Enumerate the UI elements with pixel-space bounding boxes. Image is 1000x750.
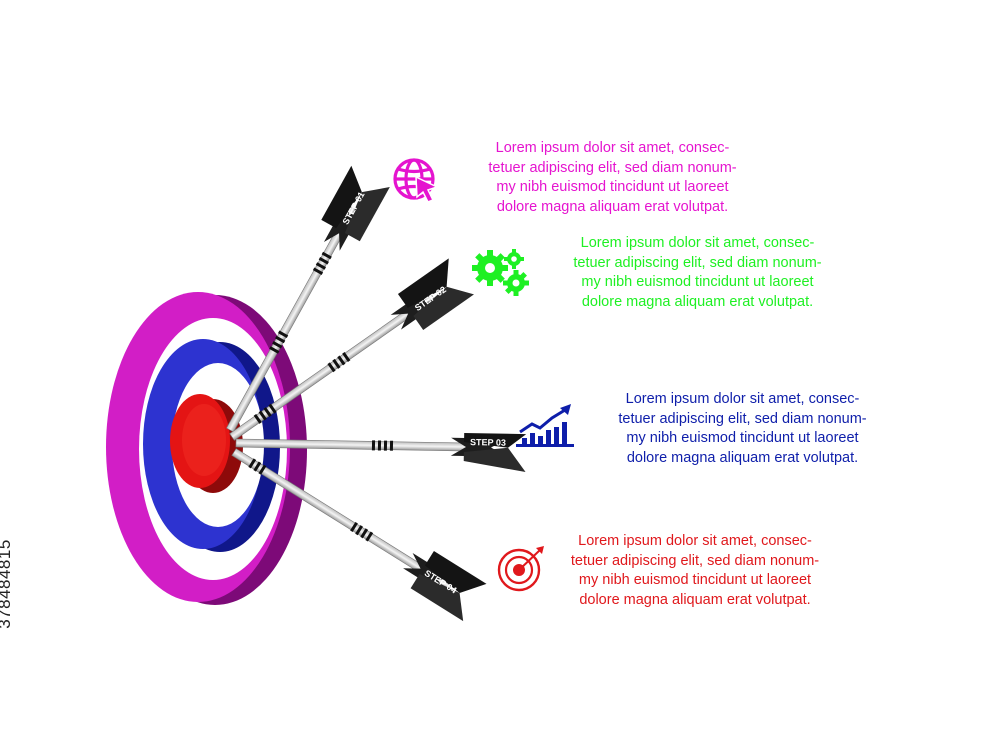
arrow-step-01: STEP 01 (226, 165, 390, 433)
text-line: Lorem ipsum dolor sit amet, consec- (580, 235, 815, 251)
target-board (106, 292, 307, 605)
text-line: dolore magna aliquam erat volutpat. (581, 293, 814, 310)
step-tag: STEP 03 (470, 437, 506, 448)
text-line: Lorem ipsum dolor sit amet, consec- (495, 140, 730, 156)
text-line: dolore magna aliquam erat volutpat. (496, 198, 729, 215)
text-line: my nibh euismod tincidunt ut laoreet (581, 274, 814, 290)
text-line: my nibh euismod tincidunt ut laoreet (626, 430, 859, 446)
text-line: my nibh euismod tincidunt ut laoreet (496, 179, 729, 195)
step-01-description: Lorem ipsum dolor sit amet, consec- tetu… (440, 139, 785, 217)
text-line: dolore magna aliquam erat volutpat. (579, 591, 811, 608)
step-03-description: Lorem ipsum dolor sit amet, consec- tetu… (575, 390, 910, 468)
step-02-description: Lorem ipsum dolor sit amet, consec- tetu… (530, 234, 865, 312)
growth-chart-icon (516, 404, 574, 447)
text-line: dolore magna aliquam erat volutpat. (626, 449, 859, 466)
stock-id-label: 378484815 (0, 539, 14, 629)
text-line: tetuer adipiscing elit, sed diam nonum- (573, 254, 822, 271)
text-line: my nibh euismod tincidunt ut laoreet (578, 572, 812, 588)
text-line: Lorem ipsum dolor sit amet, consec- (578, 533, 812, 549)
gears-icon (472, 249, 529, 296)
step-04-description: Lorem ipsum dolor sit amet, consec- tetu… (515, 532, 875, 610)
target-icon (497, 546, 544, 592)
arrow-step-03: STEP 03 (235, 432, 527, 473)
text-line: tetuer adipiscing elit, sed diam nonum- (488, 159, 737, 176)
globe-cursor-icon (393, 158, 440, 203)
text-line: tetuer adipiscing elit, sed diam nonum- (570, 552, 820, 569)
text-line: tetuer adipiscing elit, sed diam nonum- (618, 410, 867, 427)
text-line: Lorem ipsum dolor sit amet, consec- (625, 391, 860, 407)
arrow-step-04: STEP 04 (231, 448, 487, 622)
arrow-step-02: STEP 02 (229, 258, 474, 441)
